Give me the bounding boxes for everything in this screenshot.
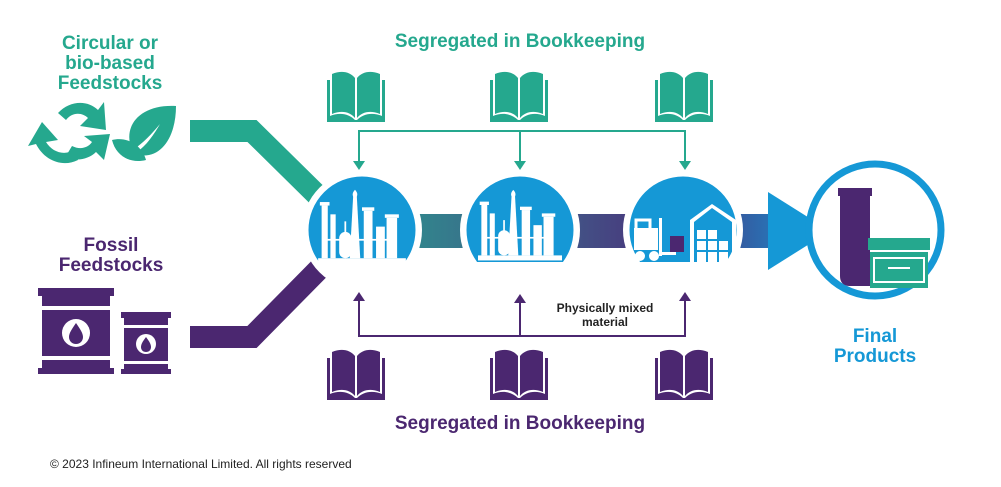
physically-mixed-line-1: Physically mixed [556,301,654,315]
copyright-notice: © 2023 Infineum International Limited. A… [50,457,352,471]
open-book-icon [490,71,548,122]
oil-barrel-icon [38,288,114,374]
circular-feedstock-flow [190,120,326,204]
forklift-warehouse-icon [626,204,736,266]
fossil-feedstocks-line-2: Feedstocks [58,254,164,276]
open-book-icon [327,71,385,122]
fossil-feedstock-flow [190,260,328,348]
physically-mixed-label: Physically mixed material [530,301,680,330]
oil-barrel-icon [121,312,171,374]
recycle-icon [28,102,110,164]
final-products-label: Final Products [820,327,930,367]
physically-mixed-line-2: material [581,315,629,330]
open-book-icon [655,71,713,122]
circular-feedstocks-line-3: Feedstocks [57,72,163,94]
segregated-bookkeeping-bottom-label: Segregated in Bookkeeping [394,413,646,434]
final-products-line-1: Final [852,326,898,347]
final-products-circle [805,160,945,300]
open-book-icon [490,349,548,400]
circular-feedstocks-label: Circular or bio-based Feedstocks [30,34,190,94]
final-products-line-2: Products [833,345,917,367]
bottom-bookkeeping-connectors [358,298,686,337]
circular-feedstocks-line-1: Circular or [61,33,159,54]
fossil-feedstocks-line-1: Fossil [83,235,139,256]
refinery-circle-1 [302,170,422,290]
refinery-circle-2 [460,170,580,290]
leaf-icon [112,105,176,162]
fossil-feedstocks-label: Fossil Feedstocks [36,236,186,276]
circular-feedstocks-line-2: bio-based [65,52,155,74]
warehouse-circle [623,170,743,290]
open-book-icon [327,349,385,400]
cosmetic-products-icon [838,188,930,288]
segregated-bookkeeping-top-label: Segregated in Bookkeeping [394,31,646,52]
top-bookkeeping-connectors [358,130,686,163]
open-book-icon [655,349,713,400]
